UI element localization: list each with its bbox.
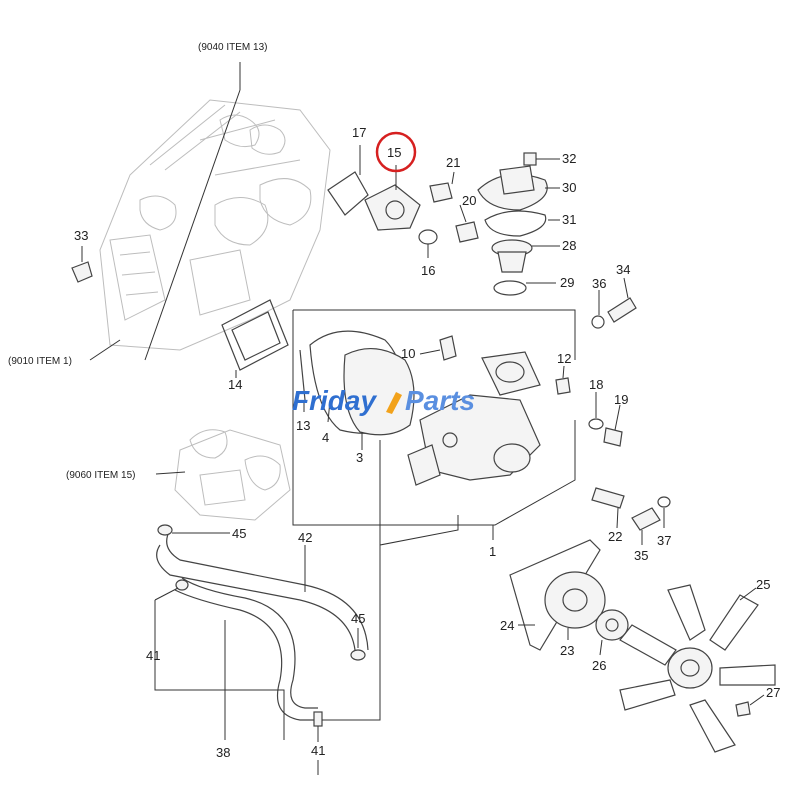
- callout-31: 31: [562, 212, 576, 227]
- ref-lower-block-label: (9010 ITEM 1): [8, 356, 72, 367]
- part-36-washer: [591, 290, 605, 329]
- callout-27: 27: [766, 685, 780, 700]
- callout-38: 38: [216, 745, 230, 760]
- part-38-hose: [174, 577, 318, 740]
- part-13-stud: [299, 349, 306, 412]
- part-28-thermostat: [491, 239, 560, 273]
- callout-45-lower: 45: [351, 611, 365, 626]
- part-31-gasket: [484, 210, 560, 237]
- part-18-washer: [588, 392, 604, 430]
- engine-block: [99, 62, 331, 361]
- callout-3: 3: [356, 450, 363, 465]
- callout-14: 14: [228, 377, 242, 392]
- callout-21: 21: [446, 155, 460, 170]
- part-20-bolt: [455, 204, 479, 243]
- callout-41-right: 41: [311, 743, 325, 758]
- callout-34: 34: [616, 262, 630, 277]
- part-32-bolt: [523, 152, 560, 166]
- callout-36: 36: [592, 276, 606, 291]
- part-16-o-ring: [418, 229, 438, 258]
- part-34-sensor: [607, 277, 637, 323]
- part-35-sensor: [631, 507, 661, 545]
- callout-19: 19: [614, 392, 628, 407]
- ref-block-label: (9040 ITEM 13): [198, 42, 267, 53]
- callout-30: 30: [562, 180, 576, 195]
- callout-4: 4: [322, 430, 329, 445]
- callout-10: 10: [401, 346, 415, 361]
- callout-12: 12: [557, 351, 571, 366]
- callout-26: 26: [592, 658, 606, 673]
- part-33-plug: [71, 246, 93, 283]
- callout-17: 17: [352, 125, 366, 140]
- part-12-bolt: [555, 365, 571, 395]
- part-27-bolt: [735, 694, 765, 717]
- ref-pump-assy-label: (9060 ITEM 15): [66, 470, 135, 481]
- pump-assembly-ghost: [155, 429, 291, 521]
- part-29-o-ring: [493, 280, 556, 296]
- water-pump-body: [407, 351, 541, 486]
- callout-41-left: 41: [146, 648, 160, 663]
- part-21-bolt: [429, 171, 455, 203]
- part-30-cover: [477, 165, 560, 211]
- part-15-thermostat-housing: [364, 165, 421, 231]
- callout-23: 23: [560, 643, 574, 658]
- part-42-hose: [156, 529, 369, 651]
- watermark-text-b: Parts: [405, 385, 475, 416]
- part-41-clamp-right: [313, 711, 323, 775]
- part-10-bolt: [419, 335, 457, 361]
- part-26-flange: [595, 609, 629, 656]
- part-17-gasket: [327, 145, 369, 216]
- callout-1: 1: [489, 544, 496, 559]
- callout-42: 42: [298, 530, 312, 545]
- assembly-box-1: [292, 309, 576, 540]
- watermark-text-a: Friday: [292, 385, 377, 416]
- callout-35: 35: [634, 548, 648, 563]
- watermark-accent-icon: [386, 392, 402, 414]
- part-45-clamp-lower: [350, 628, 366, 661]
- callout-15: 15: [387, 145, 401, 160]
- part-22-bolt: [591, 487, 625, 529]
- callout-25: 25: [756, 577, 770, 592]
- part-14-gasket: [221, 299, 289, 378]
- callout-33: 33: [74, 228, 88, 243]
- callout-37: 37: [657, 533, 671, 548]
- callout-22: 22: [608, 529, 622, 544]
- callout-13: 13: [296, 418, 310, 433]
- callout-24: 24: [500, 618, 514, 633]
- callout-28: 28: [562, 238, 576, 253]
- highlight-ring-15: [375, 131, 417, 173]
- callout-18: 18: [589, 377, 603, 392]
- callout-45-upper: 45: [232, 526, 246, 541]
- callout-32: 32: [562, 151, 576, 166]
- part-41-clamp-left: [154, 579, 285, 740]
- part-25-fan: [619, 584, 776, 753]
- callout-29: 29: [560, 275, 574, 290]
- part-3-plate: [343, 347, 415, 450]
- callout-20: 20: [462, 193, 476, 208]
- part-19-bolt: [603, 404, 623, 447]
- part-37-washer: [657, 496, 671, 528]
- part-45-clamp-upper: [157, 524, 230, 536]
- callout-16: 16: [421, 263, 435, 278]
- part-23-pulley: [544, 571, 606, 640]
- watermark-logo: Friday Parts: [292, 385, 475, 416]
